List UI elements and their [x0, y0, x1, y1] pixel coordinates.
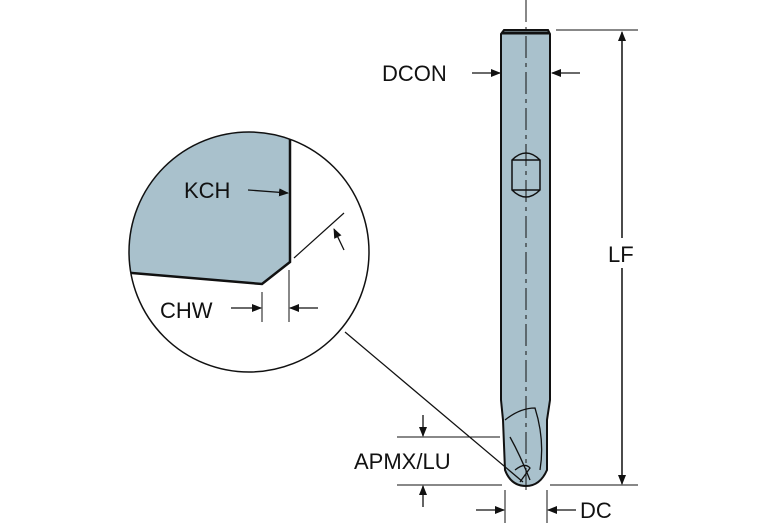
dc-label: DC: [580, 498, 612, 523]
dcon-label: DCON: [382, 61, 447, 86]
dcon-dimension: DCON: [382, 61, 580, 86]
kch-angle-line: [293, 212, 345, 259]
end-mill-tool: [500, 0, 551, 490]
dc-dimension: DC: [476, 490, 612, 523]
kch-label: KCH: [184, 178, 230, 203]
apmx-lu-label: APMX/LU: [354, 449, 451, 474]
lf-dimension: LF: [550, 29, 639, 486]
detail-leader-line: [344, 331, 524, 483]
flute-lines: [504, 407, 543, 483]
lf-label: LF: [608, 242, 634, 267]
chw-label: CHW: [160, 298, 213, 323]
kch-angle-arrow: [333, 228, 345, 251]
apmx-lu-dimension: APMX/LU: [354, 415, 502, 507]
kch-arrow: [247, 188, 289, 197]
chamfer-detail-view: KCH CHW: [128, 131, 370, 373]
